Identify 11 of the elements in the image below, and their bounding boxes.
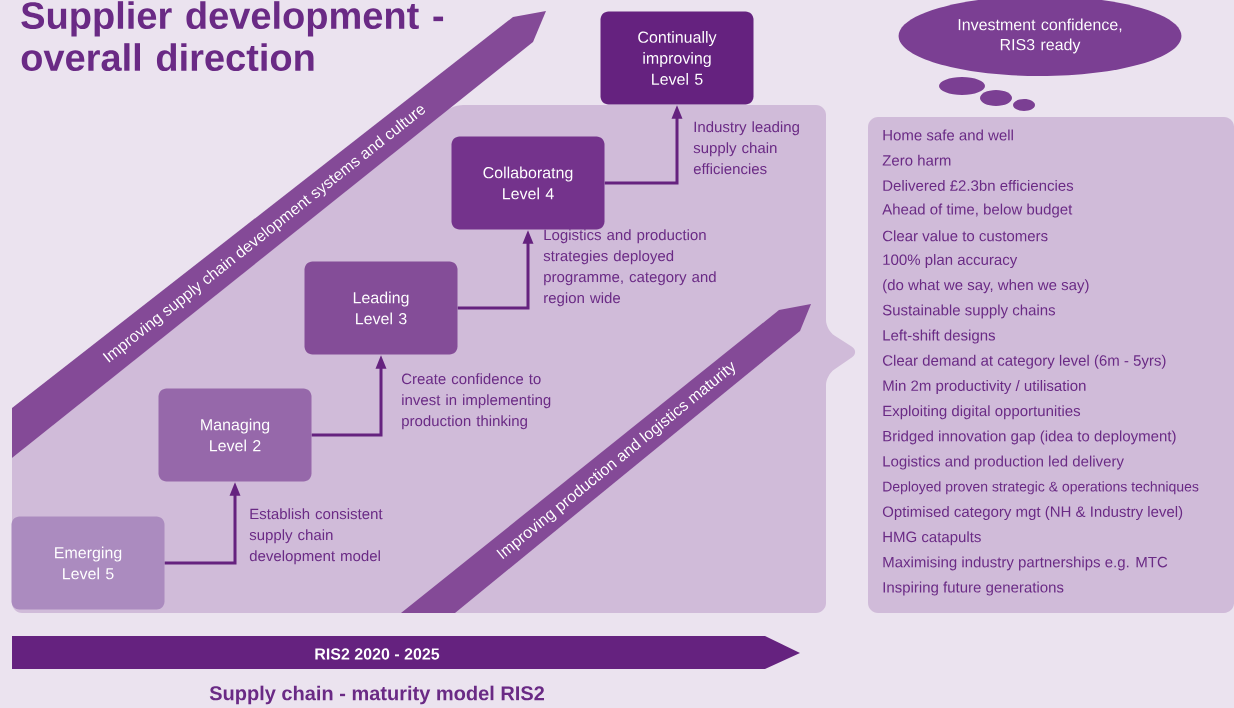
edge-label: Industry leading supply chain efficiencies	[693, 121, 799, 175]
level-box: Leading Level 3	[304, 261, 458, 355]
edge-label: Logistics and production strategies deployed programme, category and region wide	[543, 229, 716, 307]
edge-label: Establish consistent supply chain development model	[249, 508, 383, 565]
level-box: Emerging Level 5	[11, 516, 165, 610]
list-panel: Home safe and well Zero harm Delivered £2.3bn efficiencies Ahead of time, below budget Clear value to customers 100% plan accuracy (do what we say, when we say) Sustainable supply chains Left-shift designs Clear demand at category level (6m - 5yrs) Min 2m productivity / utilisation Exploiting digital opportunities Bridged innovation gap (idea to deployment) Logistics and production led delivery Deployed proven strategic & operations techniques Optimised category mgt (NH & Industry level) HMG catapults Maximising industry partnerships e.g. MTC Inspiring future generations	[868, 117, 1234, 613]
level-box: Collaboratng Level 4	[451, 136, 605, 230]
level-box: Continually improving Level 5	[600, 11, 754, 105]
caption: Supply chain - maturity model RIS2	[209, 685, 544, 705]
thought-bubble: Investment confidence, RIS3 ready	[898, 0, 1182, 111]
level-box: Managing Level 2	[158, 388, 312, 482]
